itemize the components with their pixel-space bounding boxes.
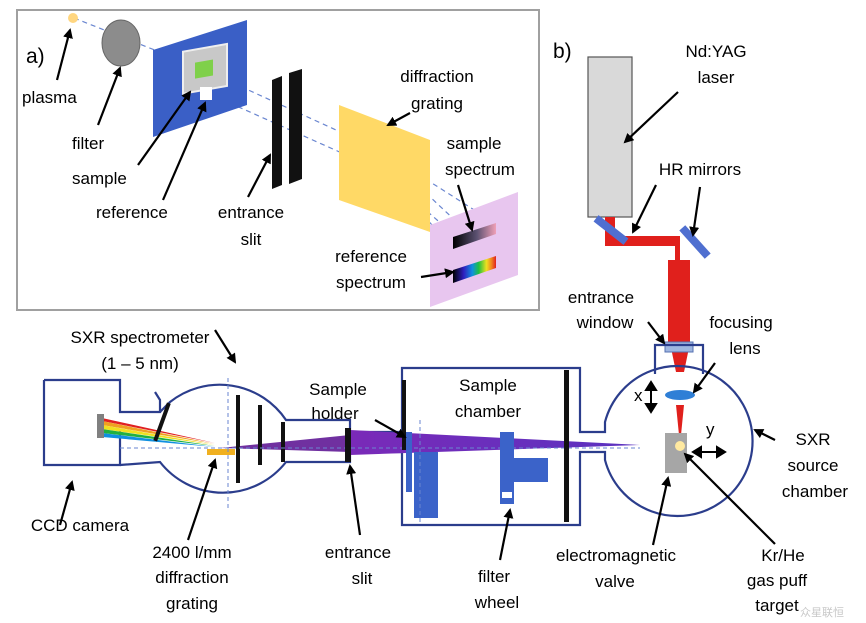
- sxr-beam: [350, 430, 640, 455]
- sample-square: [195, 59, 213, 79]
- ccd-detector: [97, 414, 104, 438]
- label-slit-b1: entrance: [324, 543, 392, 562]
- label-grating-2: diffraction: [155, 568, 229, 587]
- filter-disk: [101, 19, 141, 67]
- detector-plate: [430, 192, 518, 307]
- label-lens-2: lens: [729, 339, 761, 358]
- label-reference-spectrum-2: spectrum: [336, 273, 406, 292]
- plasma-source: [68, 13, 78, 23]
- label-source-2: source: [787, 456, 839, 475]
- label-filter: filter: [72, 134, 105, 153]
- panel-a-tag: a): [26, 45, 45, 68]
- label-entrance-slit-a2: slit: [240, 230, 262, 249]
- label-spectrometer-1: SXR spectrometer: [70, 328, 210, 347]
- label-source-1: SXR: [795, 430, 831, 449]
- label-hr-mirrors: HR mirrors: [658, 160, 742, 179]
- label-lens-1: focusing: [709, 313, 773, 332]
- label-valve-1: electromagnetic: [555, 546, 677, 565]
- label-diffraction-grating-2: grating: [411, 94, 463, 113]
- slit-bar-left: [272, 76, 282, 189]
- label-laser-1: Nd:YAG: [685, 42, 747, 61]
- label-laser-2: laser: [697, 68, 735, 87]
- label-axis-x: x: [634, 386, 643, 405]
- grating-plate: [339, 105, 430, 232]
- label-target-2: gas puff: [746, 571, 808, 590]
- label-sample-spectrum-1: sample: [446, 134, 502, 153]
- focusing-lens: [665, 390, 695, 400]
- label-sample: sample: [72, 169, 127, 188]
- reference-hole: [200, 87, 212, 100]
- label-wheel-2: wheel: [474, 593, 520, 612]
- label-wheel-1: filter: [477, 567, 511, 586]
- label-reference: reference: [96, 203, 168, 222]
- label-target-3: target: [755, 596, 799, 615]
- chamber-outline: [42, 343, 754, 527]
- label-plasma: plasma: [22, 88, 77, 107]
- label-axis-y: y: [706, 420, 715, 439]
- entrance-slit-b: [345, 428, 351, 462]
- label-diffraction-grating-1: diffraction: [400, 67, 474, 86]
- label-reference-spectrum-1: reference: [335, 247, 407, 266]
- reference-spectrum-strip: [453, 256, 496, 283]
- arrows-b: [58, 91, 776, 561]
- chamber-wall-left: [402, 380, 406, 450]
- label-slit-b2: slit: [351, 569, 373, 588]
- hr-mirror-left: [593, 215, 629, 245]
- watermark: 众星联恒: [800, 606, 844, 619]
- label-valve-2: valve: [595, 572, 635, 591]
- entrance-window: [664, 341, 694, 353]
- label-ccd: CCD camera: [30, 516, 130, 535]
- sample-holder-b: [406, 432, 438, 518]
- filter-wheel-b: [500, 432, 548, 504]
- axis-arrows: [644, 380, 727, 459]
- panel-b-tag: b): [553, 40, 572, 63]
- laser-box: [587, 56, 633, 218]
- arrows-a: [55, 28, 475, 279]
- label-window-2: window: [576, 313, 634, 332]
- chamber-wall: [564, 370, 569, 522]
- label-entrance-slit-a1: entrance: [217, 203, 285, 222]
- label-window-1: entrance: [567, 288, 635, 307]
- slit-bar-right: [289, 69, 302, 184]
- gas-target: [675, 441, 685, 451]
- label-holder-2: holder: [311, 404, 359, 423]
- gas-puff-valve: [665, 433, 687, 473]
- label-grating-3: grating: [166, 594, 218, 613]
- label-source-3: chamber: [781, 482, 849, 501]
- sample-spectrum-strip: [453, 223, 496, 249]
- label-sample-spectrum-2: spectrum: [445, 160, 515, 179]
- label-chamber-1: Sample: [459, 376, 517, 395]
- label-holder-1: Sample: [309, 380, 367, 399]
- hr-mirror-right: [679, 225, 711, 259]
- spectrometer-slits: [153, 395, 285, 483]
- grating-element: [207, 449, 235, 455]
- panel-a-frame: [16, 9, 540, 311]
- label-grating-1: 2400 l/mm: [152, 543, 232, 562]
- label-spectrometer-2: (1 – 5 nm): [101, 354, 179, 373]
- label-target-1: Kr/He: [761, 546, 805, 565]
- label-chamber-2: chamber: [454, 402, 522, 421]
